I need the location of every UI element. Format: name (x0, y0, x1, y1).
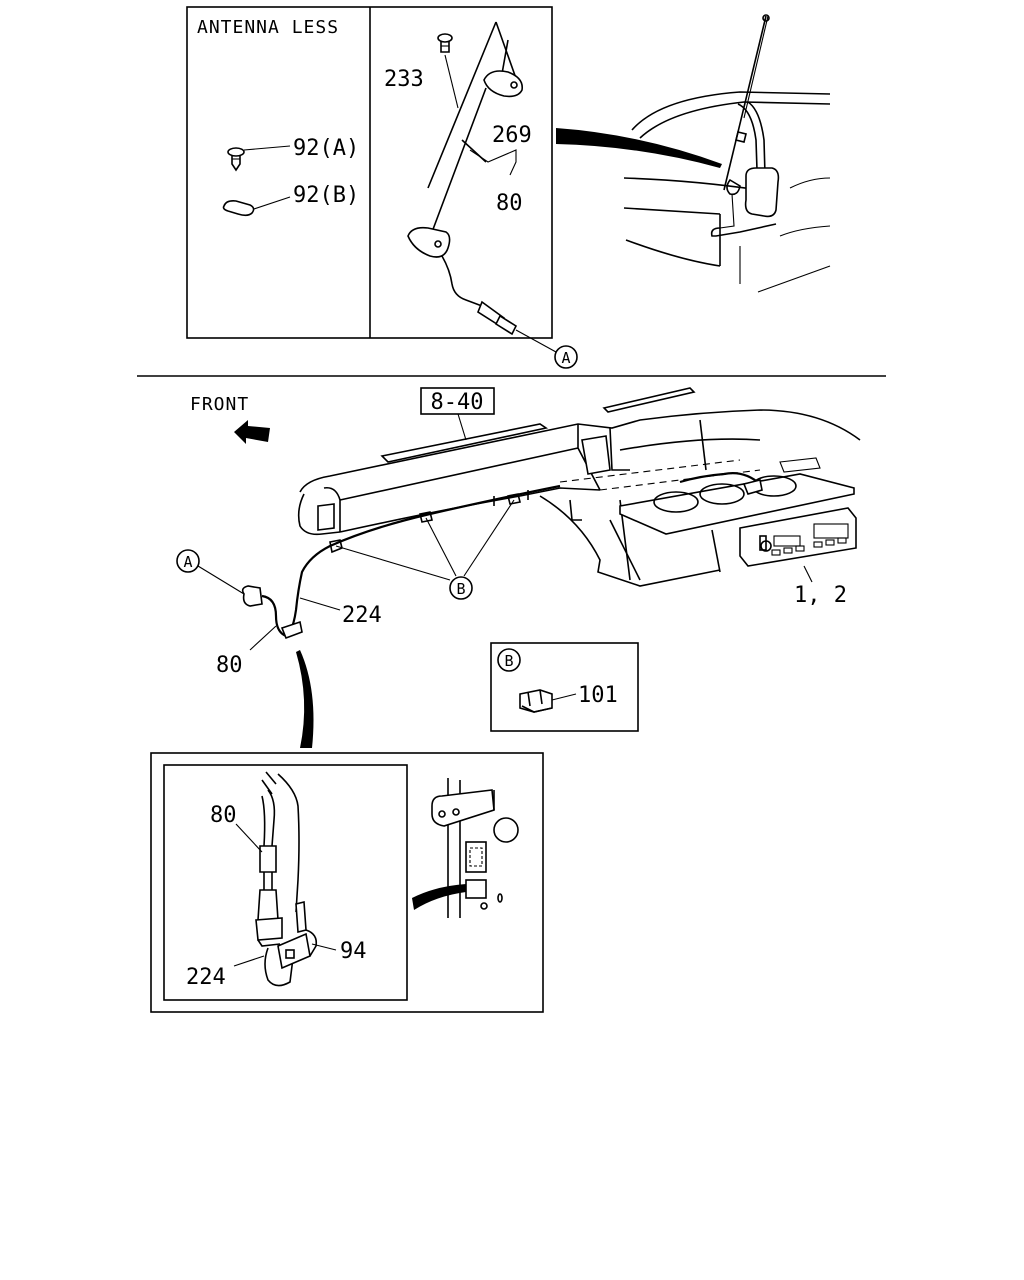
antenna-assembly-icon (407, 21, 557, 353)
callout-92b: 92(B) (293, 183, 359, 208)
ref-b-label-main: B (456, 580, 465, 598)
front-arrow-icon (234, 420, 270, 444)
screw-92a-icon (227, 145, 291, 172)
detail-b-panel: B 101 (490, 642, 639, 732)
antenna-less-title: ANTENNA LESS (197, 17, 339, 38)
bottom-detail-panel: 80 94 224 (150, 752, 544, 1013)
callout-224-detail: 224 (186, 965, 226, 990)
callout-233: 233 (384, 67, 424, 92)
callout-269: 269 (492, 123, 532, 148)
section-ref-8-40: 8-40 (431, 390, 484, 415)
callout-92a: 92(A) (293, 136, 359, 161)
callout-80-main: 80 (216, 653, 243, 678)
dashboard-view: FRONT 8-40 (176, 387, 861, 748)
ref-b-circle-detail (497, 648, 521, 672)
vehicle-antenna-view (556, 14, 831, 293)
pillar-panel-icon (412, 778, 519, 918)
radio-unit-icon (739, 507, 857, 583)
ref-b-circle-main (449, 576, 473, 600)
section-ref-box (420, 387, 495, 415)
pointer-arrow-icon (556, 128, 722, 168)
front-label: FRONT (190, 394, 249, 415)
ref-b-label-detail: B (504, 652, 513, 670)
ref-a-label-top: A (561, 349, 570, 367)
callout-80-detail: 80 (210, 803, 237, 828)
callout-1-2: 1, 2 (794, 583, 847, 608)
clip-101-icon (519, 689, 553, 713)
callout-101: 101 (578, 683, 618, 708)
callout-224-main: 224 (342, 603, 382, 628)
callout-80-top: 80 (496, 191, 523, 216)
callout-94: 94 (340, 939, 367, 964)
ref-a-label-main: A (183, 553, 192, 571)
ref-a-circle-top (554, 345, 578, 369)
cap-92b-icon (222, 196, 291, 217)
connector-assembly-icon (255, 771, 318, 987)
antenna-less-panel: ANTENNA LESS 92(A) 92(B) (186, 6, 578, 369)
ref-a-circle-main (176, 549, 200, 573)
pointer-arrow-bottom-icon (296, 650, 314, 748)
